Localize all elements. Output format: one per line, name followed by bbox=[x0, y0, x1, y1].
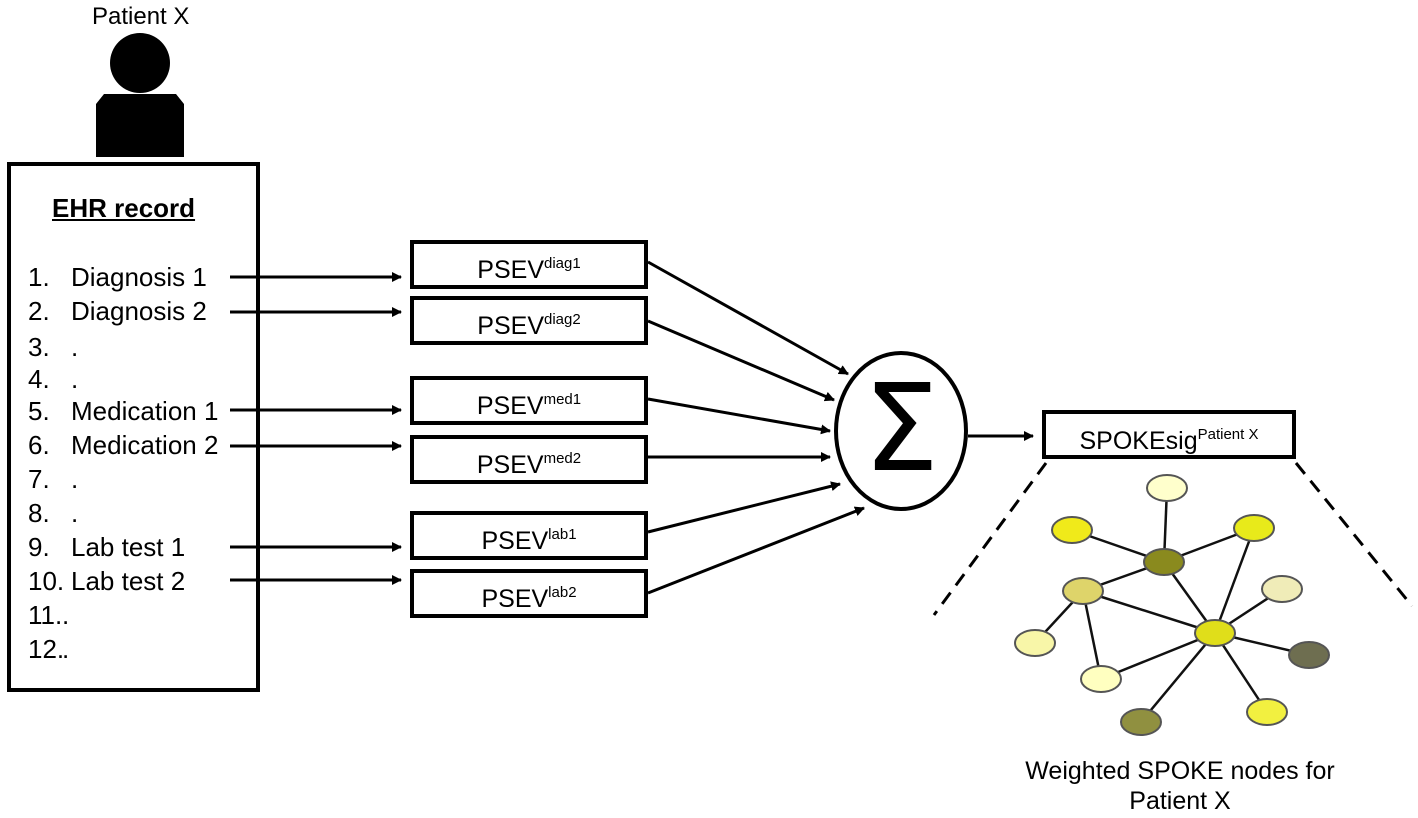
network-node bbox=[1261, 575, 1303, 603]
network-node bbox=[1080, 665, 1122, 693]
network-node bbox=[1194, 619, 1236, 647]
psev-label-diag2: PSEVdiag2 bbox=[477, 311, 581, 340]
psev-box-diag2 bbox=[410, 296, 648, 345]
psev-to-sum-arrows bbox=[647, 260, 865, 595]
sum-circle bbox=[834, 351, 968, 511]
network-node bbox=[1120, 708, 1162, 736]
zoom-line-right bbox=[1294, 462, 1414, 607]
network-node bbox=[1246, 698, 1288, 726]
ehr-to-psev-arrows bbox=[230, 272, 402, 585]
zoom-line-left bbox=[932, 462, 1048, 616]
sum-symbol: Σ bbox=[863, 360, 939, 499]
network-node bbox=[1146, 474, 1188, 502]
psev-box-med2 bbox=[410, 435, 648, 484]
network-node bbox=[1233, 514, 1275, 542]
arrow-psev-lab1 bbox=[647, 481, 841, 534]
network-node bbox=[1143, 548, 1185, 576]
person-icon bbox=[96, 33, 184, 157]
arrow-psev-med1 bbox=[647, 397, 831, 435]
spoke-signature-label: SPOKEsigPatient X bbox=[1079, 426, 1259, 455]
psev-label-lab2: PSEVlab2 bbox=[481, 584, 577, 613]
network-caption: Weighted SPOKE nodes for Patient X bbox=[1025, 757, 1335, 815]
ehr-record-title: EHR record bbox=[52, 193, 196, 223]
network-nodes bbox=[1014, 474, 1330, 736]
psev-box-lab1 bbox=[410, 511, 648, 560]
signature-box bbox=[1042, 410, 1296, 459]
psev-box-diag1 bbox=[410, 240, 648, 289]
psev-label-lab1: PSEVlab1 bbox=[481, 526, 577, 555]
ehr-record-box bbox=[7, 162, 260, 692]
psev-box-lab2 bbox=[410, 569, 648, 618]
network-node bbox=[1288, 641, 1330, 669]
psev-box-med1 bbox=[410, 376, 648, 425]
patient-label: Patient X bbox=[92, 3, 190, 30]
arrow-psev-lab2 bbox=[647, 506, 865, 595]
network-node bbox=[1062, 577, 1104, 605]
network-node bbox=[1051, 516, 1093, 544]
arrow-psev-diag1 bbox=[647, 260, 849, 376]
psev-label-diag1: PSEVdiag1 bbox=[477, 255, 581, 284]
network-node bbox=[1014, 629, 1056, 657]
psev-label-med1: PSEVmed1 bbox=[476, 391, 582, 420]
arrow-psev-diag2 bbox=[647, 319, 835, 402]
psev-label-med2: PSEVmed2 bbox=[476, 450, 582, 479]
